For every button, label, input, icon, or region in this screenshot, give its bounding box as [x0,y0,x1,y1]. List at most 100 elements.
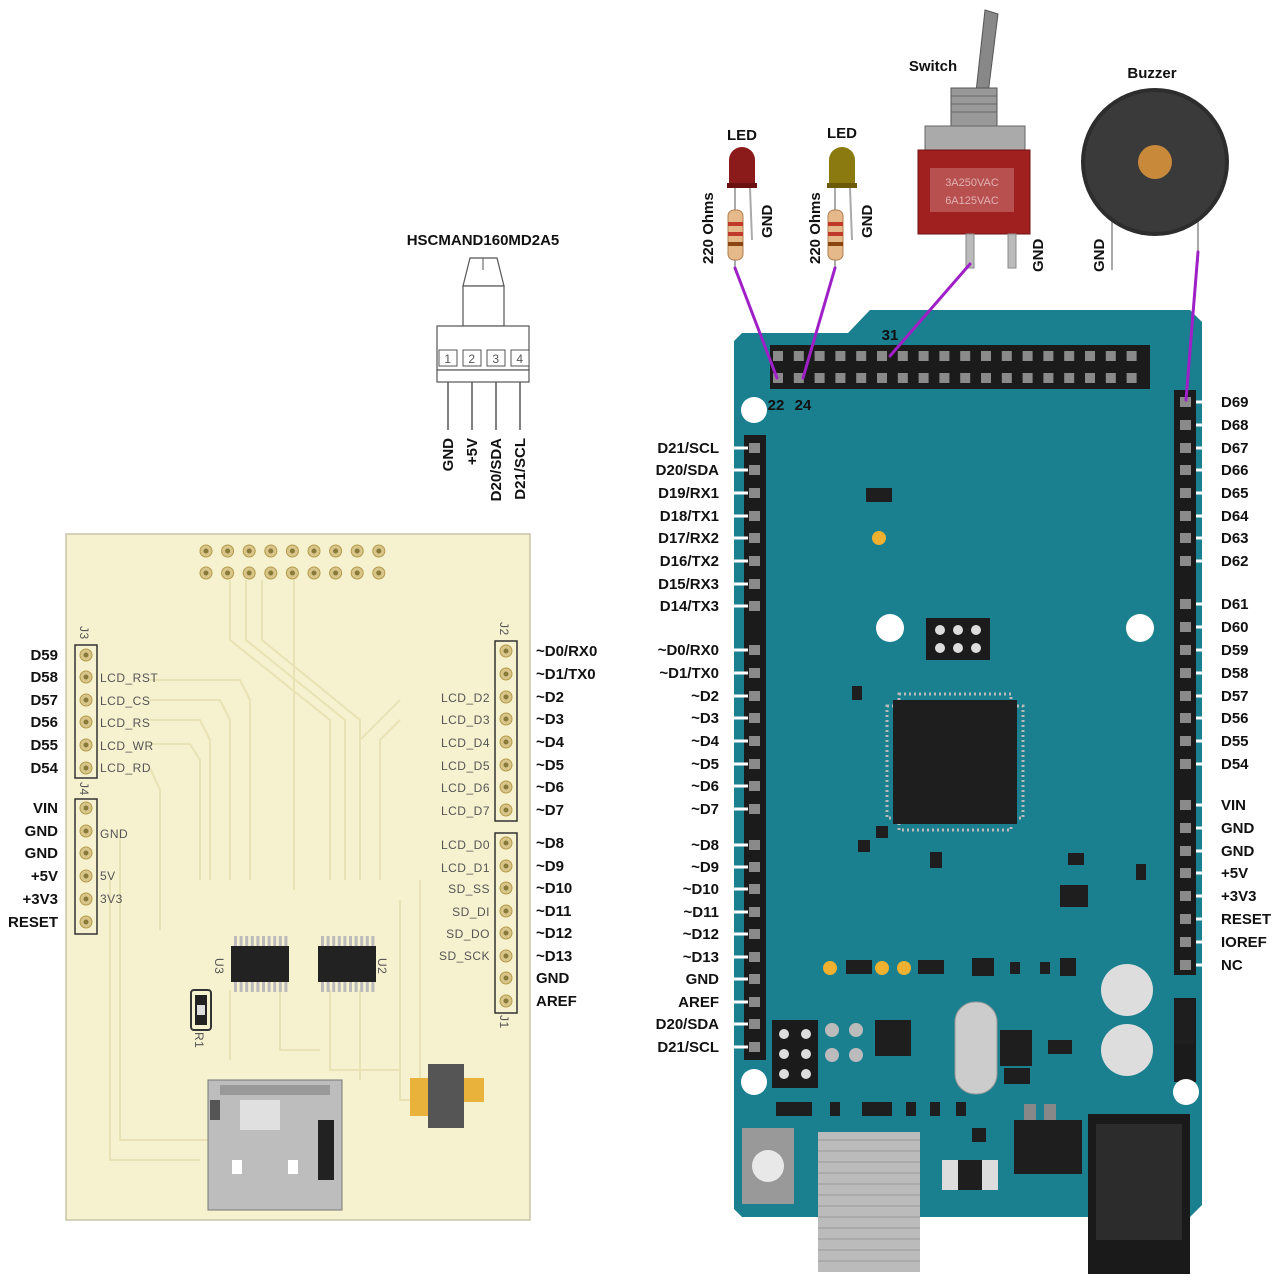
left-header-pin [749,804,760,814]
tft-shield-pcb: J3 J4 J2 J1 U3 U2 R1 [65,533,531,1221]
shield-outer-right-label: ~D5 [536,757,564,774]
mega-right-pin-label: D58 [1221,665,1249,682]
wire-led2-d24 [801,266,837,380]
ic-pin [360,982,364,992]
shield-header-hole [246,570,252,576]
right-header-pin [1180,800,1191,810]
ic-pin [371,982,375,992]
shield-silk-right-label: LCD_D1 [441,861,490,875]
ic-pin [278,936,282,946]
header-pin [1022,373,1033,383]
mega-right-pin-label: D69 [1221,394,1249,411]
header-label-24: 24 [795,397,812,414]
shield-silk-right-label: LCD_D4 [441,736,490,750]
mega-right-pin-label: IOREF [1221,934,1267,951]
mega-right-pin-labels: D69D68D67D66D65D64D63D62D61D60D59D58D57D… [1221,394,1271,974]
j3-label: J3 [77,626,91,640]
header-label-22: 22 [768,397,785,414]
left-header-pin [749,713,760,723]
j1-label: J1 [497,1015,511,1029]
mega-right-pin-label: D66 [1221,462,1249,479]
shield-left-hole [83,742,89,748]
shield-outer-left-label: D54 [30,760,58,777]
shield-right-hole [503,694,509,700]
left-header-pin [749,601,760,611]
shield-header-hole [289,548,295,554]
left-header-pin [749,929,760,939]
shield-silk-left-label: LCD_RD [100,761,151,775]
header-pin [1022,351,1033,361]
header-pin [918,351,929,361]
mega-left-pin-label: D20/SDA [656,462,720,479]
shield-silk-right-label: LCD_D2 [441,691,490,705]
left-header-pin [749,668,760,678]
ic-pin [354,936,358,946]
shield-right-hole [503,716,509,722]
right-header-pin [1180,465,1191,475]
left-header-pin [749,736,760,746]
shield-right-hole [503,784,509,790]
left-header-pin [749,465,760,475]
left-header-pin [749,488,760,498]
sensor-name: HSCMAND160MD2A5 [407,232,560,249]
shield-silk-right-label: LCD_D3 [441,713,490,727]
led-2-resistor: 220 Ohms [807,192,824,264]
header-pin [773,351,783,361]
sensor-pin-box [510,349,530,367]
led-2: LED 220 Ohms GND [807,125,876,270]
mega-right-pin-label: +3V3 [1221,888,1256,905]
header-pin [1085,351,1095,361]
header-pin [793,351,804,361]
sensor-pin-label: D20/SDA [488,438,505,502]
shield-silk-right-label: LCD_D0 [441,838,490,852]
ic-pin [262,982,265,992]
mega-right-pin-label: D60 [1221,619,1249,636]
ic-pin [326,936,330,946]
led-1-resistor: 220 Ohms [700,192,717,264]
right-header-pin [1180,713,1191,723]
shield-outer-left-label: +5V [31,868,58,885]
mega-left-pin-label: ~D11 [684,904,719,921]
ic-pin [234,936,237,946]
shield-outer-right-label: ~D13 [536,948,572,965]
ic-pin [321,936,324,946]
mega-right-pin-label: D59 [1221,642,1249,659]
header-pin [939,373,950,383]
ic-pin [337,936,341,946]
shield-header-hole [225,570,231,576]
shield-outer-left-label: GND [25,845,59,862]
mega-left-pin-label: ~D13 [683,949,719,966]
right-header-pin [1180,891,1191,901]
shield-outer-right-label: ~D4 [536,734,565,751]
shield-header-hole [203,570,209,576]
shield-header-hole [203,548,209,554]
shield-header-hole [311,570,317,576]
switch-rating-1: 3A250VAC [945,177,999,189]
right-header-pin [1180,622,1191,632]
shield-right-hole [503,840,509,846]
right-header-pin [1180,691,1191,701]
buzzer-title: Buzzer [1127,65,1176,82]
shield-outer-left-label: D56 [30,714,58,731]
ic-pin [250,982,254,992]
led-2-title: LED [827,125,857,142]
mega-left-pin-label: ~D8 [691,837,719,854]
shield-outer-left-label: +3V3 [23,891,58,908]
header-pin [1043,373,1054,383]
shield-left-hole [83,896,89,902]
ic-pin [360,936,364,946]
shield-outer-left-label: D55 [30,737,58,754]
shield-outer-left-label: GND [25,823,59,840]
header-pin [981,373,991,383]
sensor-pin-number: 4 [516,352,523,366]
j4-label: J4 [77,782,91,796]
header-pin [814,373,825,383]
header-pin [1043,351,1054,361]
mega-left-pin-label: ~D6 [691,778,719,795]
shield-outer-right-label: ~D6 [536,779,564,796]
header-pin [960,373,971,383]
ic-pin [245,982,249,992]
ic-pin [273,982,277,992]
shield-right-hole [503,648,509,654]
left-header-pin [749,997,760,1007]
